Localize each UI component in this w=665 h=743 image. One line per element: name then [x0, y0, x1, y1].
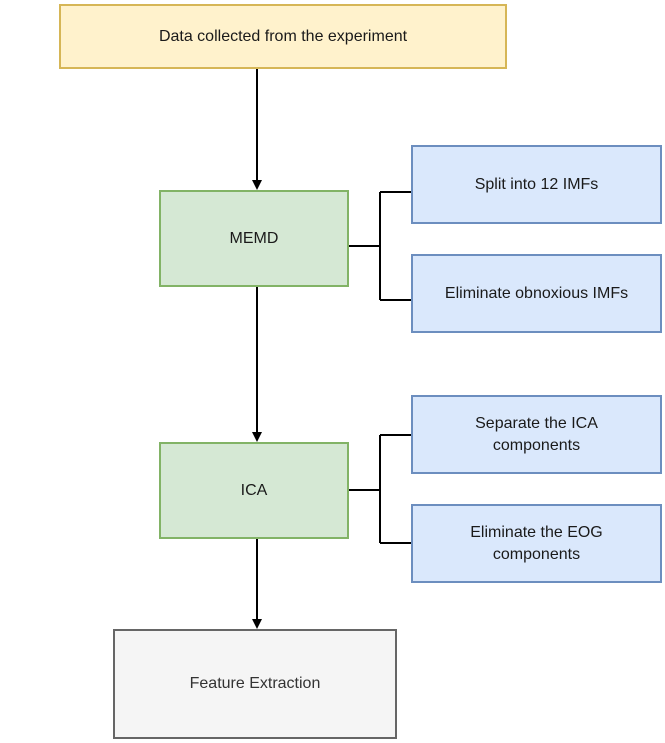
node-data-collected: Data collected from the experiment: [59, 4, 507, 69]
node-separate-ica-label: Separate the ICA components: [475, 414, 598, 454]
node-split-imfs: Split into 12 IMFs: [411, 145, 662, 224]
node-memd: MEMD: [159, 190, 349, 287]
node-data-collected-label: Data collected from the experiment: [158, 27, 408, 45]
node-ica: ICA: [159, 442, 349, 539]
node-eliminate-eog: Eliminate the EOG components: [411, 504, 662, 583]
node-feature-extraction: Feature Extraction: [113, 629, 397, 739]
bracket-ica: [349, 434, 411, 544]
node-eliminate-imfs: Eliminate obnoxious IMFs: [411, 254, 662, 333]
node-eliminate-eog-label: Eliminate the EOG components: [470, 523, 603, 563]
node-feature-extraction-label: Feature Extraction: [189, 675, 321, 693]
node-eliminate-imfs-label: Eliminate obnoxious IMFs: [444, 284, 629, 302]
node-memd-label: MEMD: [229, 229, 279, 247]
bracket-memd: [349, 191, 411, 301]
node-split-imfs-label: Split into 12 IMFs: [474, 175, 599, 193]
node-ica-label: ICA: [240, 481, 268, 499]
node-separate-ica: Separate the ICA components: [411, 395, 662, 474]
